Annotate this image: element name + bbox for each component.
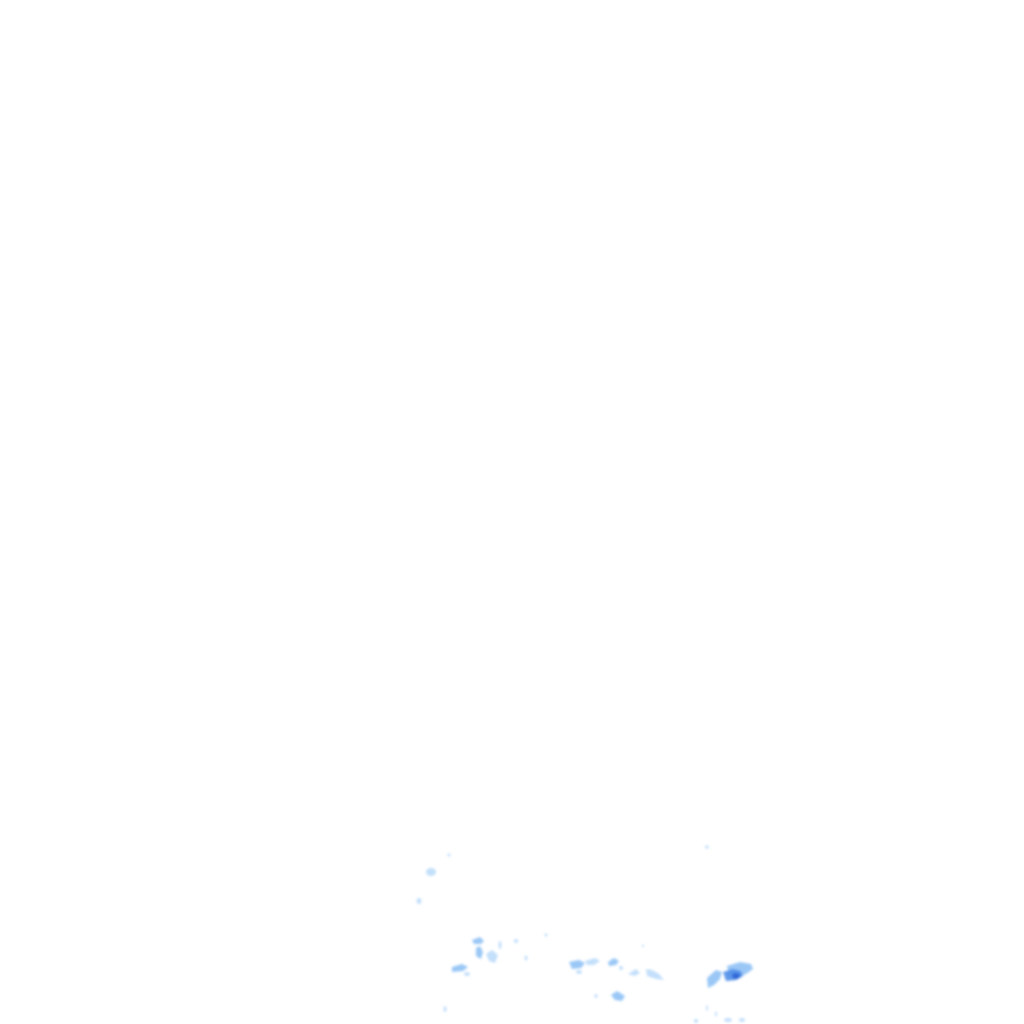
- precip-cell: [608, 958, 619, 966]
- precip-cell: [585, 958, 600, 965]
- precip-cell: [641, 944, 645, 948]
- precip-cell: [464, 972, 470, 976]
- precip-cell: [724, 1018, 732, 1022]
- precip-cell: [611, 991, 625, 1001]
- precip-cell: [498, 941, 502, 949]
- precip-cell: [514, 939, 518, 943]
- precip-cell: [706, 1005, 708, 1011]
- precip-cell: [472, 937, 484, 944]
- precip-cell: [452, 964, 468, 972]
- precip-cell: [524, 955, 528, 961]
- precip-cell: [594, 994, 598, 998]
- precip-cell: [426, 868, 436, 876]
- precip-cell: [544, 933, 548, 937]
- precip-cell: [646, 969, 664, 980]
- precip-cell: [619, 966, 623, 970]
- precip-cell: [447, 853, 451, 857]
- precip-cell: [715, 1011, 717, 1017]
- precip-cell: [416, 898, 422, 904]
- precip-cell: [739, 1018, 745, 1022]
- precip-cell: [443, 1006, 447, 1012]
- precip-cell: [486, 950, 498, 963]
- precip-cell: [576, 970, 582, 974]
- precip-cell: [707, 970, 722, 988]
- precip-cell: [569, 960, 585, 969]
- precip-cell: [476, 946, 483, 959]
- precip-cell: [694, 1019, 698, 1023]
- precip-cell: [705, 845, 709, 849]
- precip-cell: [628, 969, 640, 976]
- precip-cell: [732, 973, 740, 979]
